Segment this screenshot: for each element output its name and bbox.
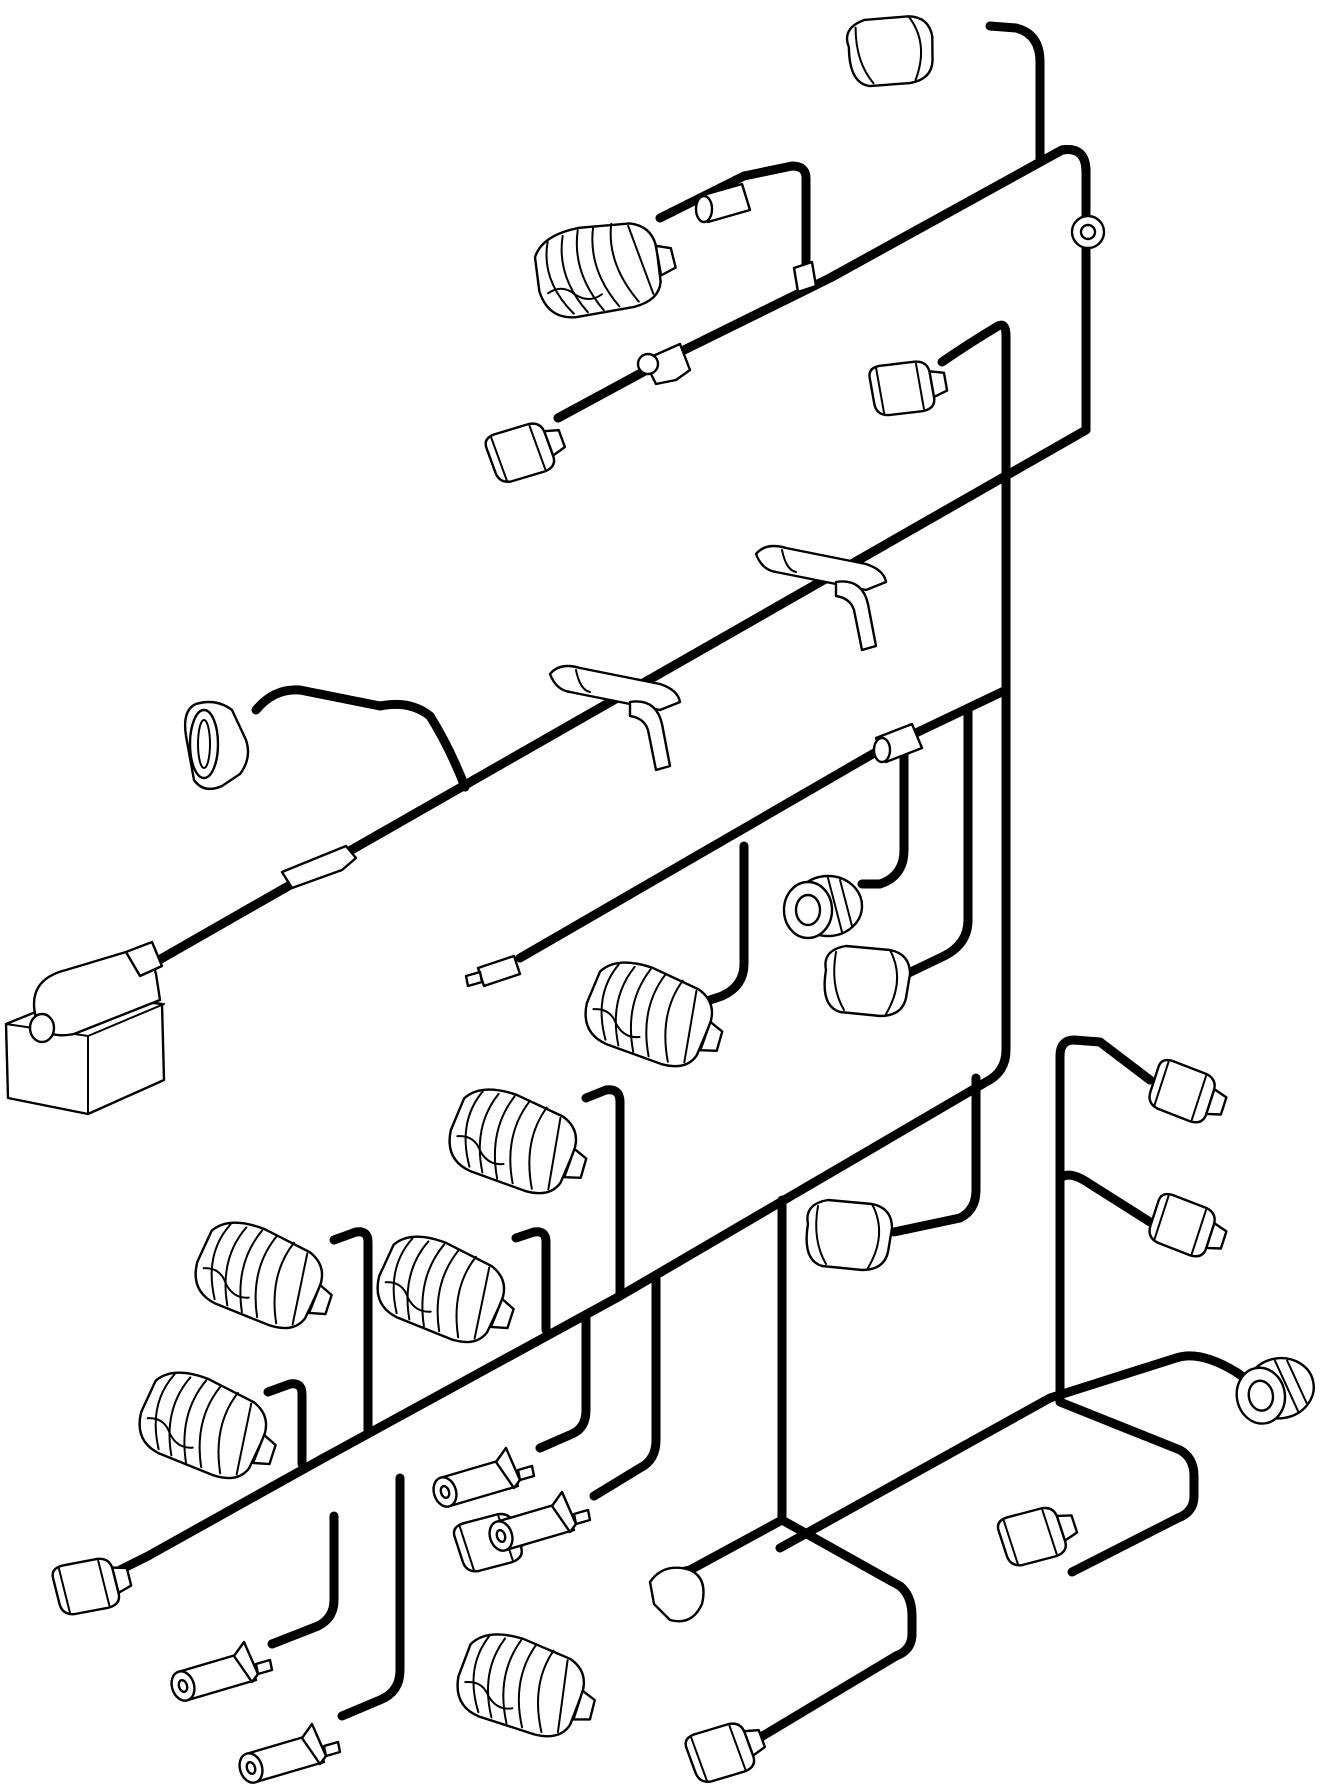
small-plug-1	[481, 412, 572, 489]
sensor-cylinder-4	[234, 1722, 342, 1786]
mid-trunk-wire	[515, 685, 1011, 963]
harness-wires	[115, 21, 1267, 1745]
right-vertical-wire	[143, 320, 1011, 1561]
right-lower-branch	[775, 1351, 1267, 1553]
harness-clip-2	[548, 664, 682, 772]
lower-left-branch-1	[581, 1085, 625, 1301]
lower-left-branch-3	[329, 1227, 373, 1435]
multi-pin-plug-4	[184, 1211, 346, 1342]
inline-grommet-3	[1070, 214, 1106, 250]
sensor-cylinder-3	[166, 1640, 274, 1705]
mid-drop-wire-3	[699, 841, 749, 1007]
oval-plug	[183, 700, 250, 791]
round-plug-1	[782, 874, 864, 940]
sensor-cylinder-1	[428, 1446, 536, 1511]
small-plug-6	[994, 1497, 1084, 1572]
multi-pin-plug-6	[128, 1361, 290, 1492]
top-connector-wire	[985, 21, 1045, 165]
left-loop-wire	[251, 685, 470, 792]
small-plug-2	[866, 353, 952, 421]
inline-junction-1	[636, 342, 692, 386]
bulb-grommet	[648, 1566, 705, 1623]
center-connector-wire	[889, 1073, 981, 1237]
small-plug-5	[1144, 1190, 1234, 1265]
connectors	[49, 7, 1321, 1786]
multi-pin-plug-3	[439, 1078, 600, 1206]
inline-grommet-1	[694, 182, 752, 224]
rounded-plug-2	[823, 944, 912, 1018]
lower-center-wire	[655, 1195, 917, 1745]
sensor-branch-3	[267, 1511, 339, 1649]
inline-grommet-2	[872, 722, 924, 764]
mid-drop-wire-1	[885, 707, 973, 987]
rounded-plug-1	[842, 7, 941, 94]
small-inline-connector	[464, 954, 522, 988]
sensor-branch-1	[535, 1313, 591, 1453]
small-plug-8	[49, 1549, 137, 1621]
sensor-branch-4	[337, 1473, 405, 1721]
sensor-branch-2	[589, 1273, 661, 1501]
relay-box	[4, 940, 166, 1116]
small-plug-7	[681, 1712, 772, 1786]
sensor-cylinder-2	[484, 1490, 592, 1555]
small-plug-4	[1144, 1056, 1234, 1131]
upper-branch-wire	[655, 161, 811, 290]
harness-clip-1	[754, 544, 888, 652]
multi-pin-plug-2	[575, 951, 736, 1079]
mid-drop-wire-2	[857, 735, 909, 889]
inline-junction-2	[792, 260, 818, 294]
multi-pin-plug-7	[448, 1624, 607, 1748]
right-side-loop	[1055, 1035, 1199, 1577]
rounded-plug-3	[805, 1198, 894, 1272]
lower-left-branch-2	[511, 1227, 551, 1335]
lower-left-branch-4	[263, 1379, 307, 1469]
multi-pin-plug-5	[366, 1225, 528, 1356]
inline-tab	[280, 844, 358, 890]
multi-pin-plug-1	[525, 206, 684, 330]
round-plug-2	[1230, 1351, 1321, 1429]
